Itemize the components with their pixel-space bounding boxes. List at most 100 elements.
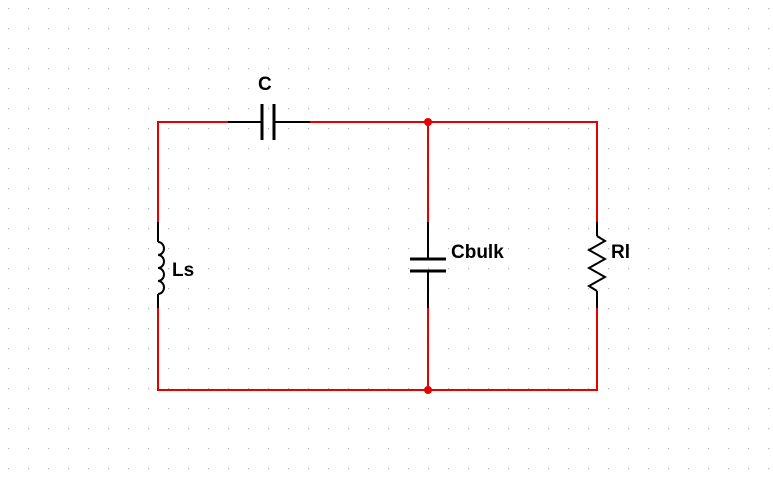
grid-dot bbox=[388, 48, 390, 50]
grid-dot bbox=[768, 468, 770, 470]
grid-dot bbox=[308, 28, 310, 30]
grid-dot bbox=[308, 408, 310, 410]
grid-dot bbox=[248, 448, 250, 450]
grid-dot bbox=[48, 448, 50, 450]
grid-dot bbox=[608, 368, 610, 370]
grid-dot bbox=[708, 28, 710, 30]
grid-dot bbox=[148, 468, 150, 470]
inductor-ls[interactable]: Ls bbox=[157, 222, 194, 308]
grid-dot bbox=[768, 268, 770, 270]
grid-dot bbox=[748, 348, 750, 350]
grid-dot bbox=[328, 368, 330, 370]
grid-dot bbox=[288, 368, 290, 370]
grid-dot bbox=[508, 448, 510, 450]
grid-dot bbox=[308, 128, 310, 130]
grid-dot bbox=[668, 288, 670, 290]
grid-dot bbox=[48, 368, 50, 370]
grid-dot bbox=[68, 428, 70, 430]
grid-dot bbox=[8, 188, 10, 190]
capacitor-c[interactable]: C bbox=[228, 74, 310, 140]
grid-dot bbox=[268, 148, 270, 150]
grid-dot bbox=[28, 228, 30, 230]
grid-dot bbox=[728, 228, 730, 230]
grid-dot bbox=[228, 88, 230, 90]
grid-dot bbox=[408, 68, 410, 70]
grid-dot bbox=[8, 428, 10, 430]
grid-dot bbox=[208, 408, 210, 410]
grid-dot bbox=[448, 128, 450, 130]
grid-dot bbox=[8, 388, 10, 390]
grid-dot bbox=[48, 308, 50, 310]
grid-dot bbox=[608, 428, 610, 430]
grid-dot bbox=[268, 188, 270, 190]
grid-dot bbox=[188, 288, 190, 290]
grid-dot bbox=[288, 328, 290, 330]
grid-dot bbox=[508, 248, 510, 250]
grid-dot bbox=[208, 208, 210, 210]
grid-dot bbox=[688, 388, 690, 390]
grid-dot bbox=[408, 268, 410, 270]
grid-dot bbox=[568, 48, 570, 50]
resistor-rl[interactable]: Rl bbox=[586, 222, 630, 308]
grid-dot bbox=[68, 228, 70, 230]
grid-dot bbox=[148, 88, 150, 90]
grid-dot bbox=[748, 468, 750, 470]
grid-dot bbox=[88, 468, 90, 470]
grid-dot bbox=[588, 228, 590, 230]
grid-dot bbox=[68, 328, 70, 330]
grid-dot bbox=[228, 328, 230, 330]
grid-dot bbox=[728, 28, 730, 30]
capacitor-cbulk[interactable]: Cbulk bbox=[410, 222, 504, 308]
grid-dot bbox=[268, 28, 270, 30]
grid-dot bbox=[488, 408, 490, 410]
grid-dot bbox=[748, 248, 750, 250]
grid-dot bbox=[628, 368, 630, 370]
grid-dot bbox=[708, 228, 710, 230]
grid-dot bbox=[368, 288, 370, 290]
grid-dot bbox=[48, 148, 50, 150]
grid-dot bbox=[248, 248, 250, 250]
grid-dot bbox=[768, 128, 770, 130]
grid-dot bbox=[208, 108, 210, 110]
grid-dot bbox=[288, 248, 290, 250]
grid-dot bbox=[168, 88, 170, 90]
grid-dot bbox=[568, 468, 570, 470]
grid-dot bbox=[128, 68, 130, 70]
grid-dot bbox=[148, 288, 150, 290]
grid-dot bbox=[488, 128, 490, 130]
grid-dot bbox=[628, 348, 630, 350]
grid-dot bbox=[708, 68, 710, 70]
grid-dot bbox=[688, 308, 690, 310]
grid-dot bbox=[408, 368, 410, 370]
grid-dot bbox=[488, 168, 490, 170]
grid-dot bbox=[208, 88, 210, 90]
grid-dot bbox=[368, 148, 370, 150]
grid-dot bbox=[688, 128, 690, 130]
grid-dot bbox=[448, 368, 450, 370]
grid-dot bbox=[428, 8, 430, 10]
wire-top-left bbox=[157, 121, 229, 223]
grid-dot bbox=[748, 408, 750, 410]
grid-dot bbox=[488, 348, 490, 350]
grid-dot bbox=[528, 248, 530, 250]
grid-dot bbox=[168, 288, 170, 290]
grid-dot bbox=[208, 68, 210, 70]
grid-dot bbox=[288, 188, 290, 190]
grid-dot bbox=[228, 268, 230, 270]
grid-dot bbox=[588, 208, 590, 210]
grid-dot bbox=[28, 168, 30, 170]
grid-dot bbox=[328, 28, 330, 30]
grid-dot bbox=[248, 428, 250, 430]
grid-dot bbox=[328, 108, 330, 110]
grid-dot bbox=[8, 308, 10, 310]
grid-dot bbox=[588, 128, 590, 130]
grid-dot bbox=[668, 228, 670, 230]
grid-dot bbox=[368, 188, 370, 190]
grid-dot bbox=[388, 388, 390, 390]
grid-dot bbox=[348, 188, 350, 190]
grid-dot bbox=[208, 348, 210, 350]
grid-dot bbox=[288, 208, 290, 210]
grid-dot bbox=[88, 128, 90, 130]
grid-dot bbox=[568, 248, 570, 250]
